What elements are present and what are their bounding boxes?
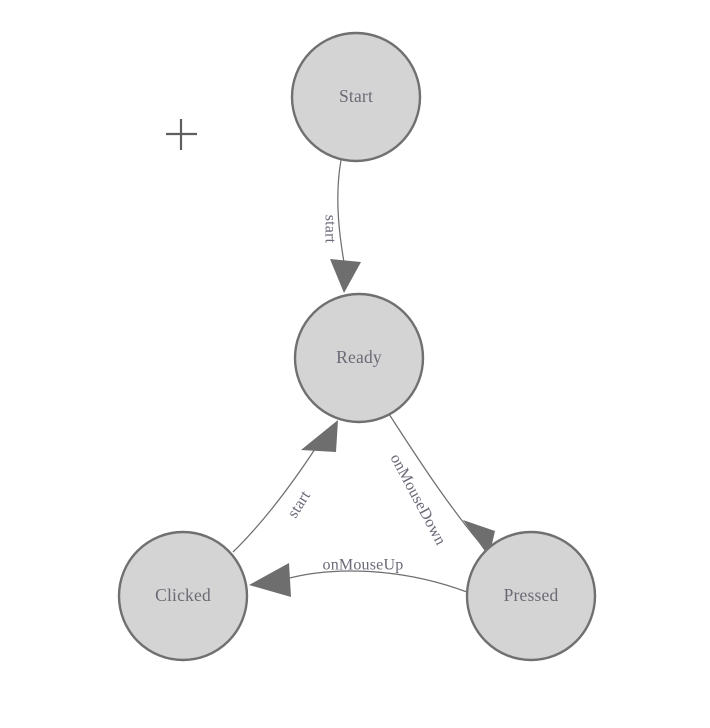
arrowhead-into-clicked bbox=[249, 563, 291, 597]
edge-line-clicked-to-ready bbox=[232, 445, 318, 553]
node-circle-start[interactable] bbox=[290, 31, 422, 163]
edge-line-start-to-ready bbox=[337, 159, 346, 269]
arrowhead-into-pressed bbox=[463, 520, 495, 557]
node-circle-clicked[interactable] bbox=[117, 530, 249, 662]
node-start[interactable]: Start bbox=[290, 31, 422, 163]
edge-ready-to-pressed[interactable]: onMouseDown bbox=[387, 413, 495, 557]
node-label-start: Start bbox=[339, 86, 373, 106]
node-ready[interactable]: Ready bbox=[293, 292, 425, 424]
node-clicked[interactable]: Clicked bbox=[117, 530, 249, 662]
node-circle-pressed[interactable] bbox=[465, 530, 597, 662]
edge-pressed-to-clicked[interactable]: onMouseUp bbox=[249, 557, 468, 597]
edge-label-clicked-to-ready: start bbox=[285, 488, 315, 522]
node-pressed[interactable]: Pressed bbox=[465, 530, 597, 662]
edge-line-ready-to-pressed bbox=[388, 413, 481, 544]
edge-clicked-to-ready[interactable]: start bbox=[232, 420, 338, 553]
node-circle-ready[interactable] bbox=[293, 292, 425, 424]
node-label-ready: Ready bbox=[336, 347, 382, 367]
edge-label-start-to-ready: start bbox=[321, 215, 338, 244]
node-label-pressed: Pressed bbox=[504, 585, 559, 605]
arrowhead-into-ready bbox=[330, 259, 361, 293]
crosshair-icon bbox=[166, 119, 197, 150]
arrowhead-into-ready-from-clicked bbox=[301, 420, 338, 452]
edge-start-to-ready[interactable]: start bbox=[321, 159, 361, 293]
edge-label-pressed-to-clicked: onMouseUp bbox=[323, 557, 404, 574]
edge-label-ready-to-pressed: onMouseDown bbox=[387, 451, 449, 548]
node-label-clicked: Clicked bbox=[155, 585, 211, 605]
edge-line-pressed-to-clicked bbox=[281, 570, 468, 593]
